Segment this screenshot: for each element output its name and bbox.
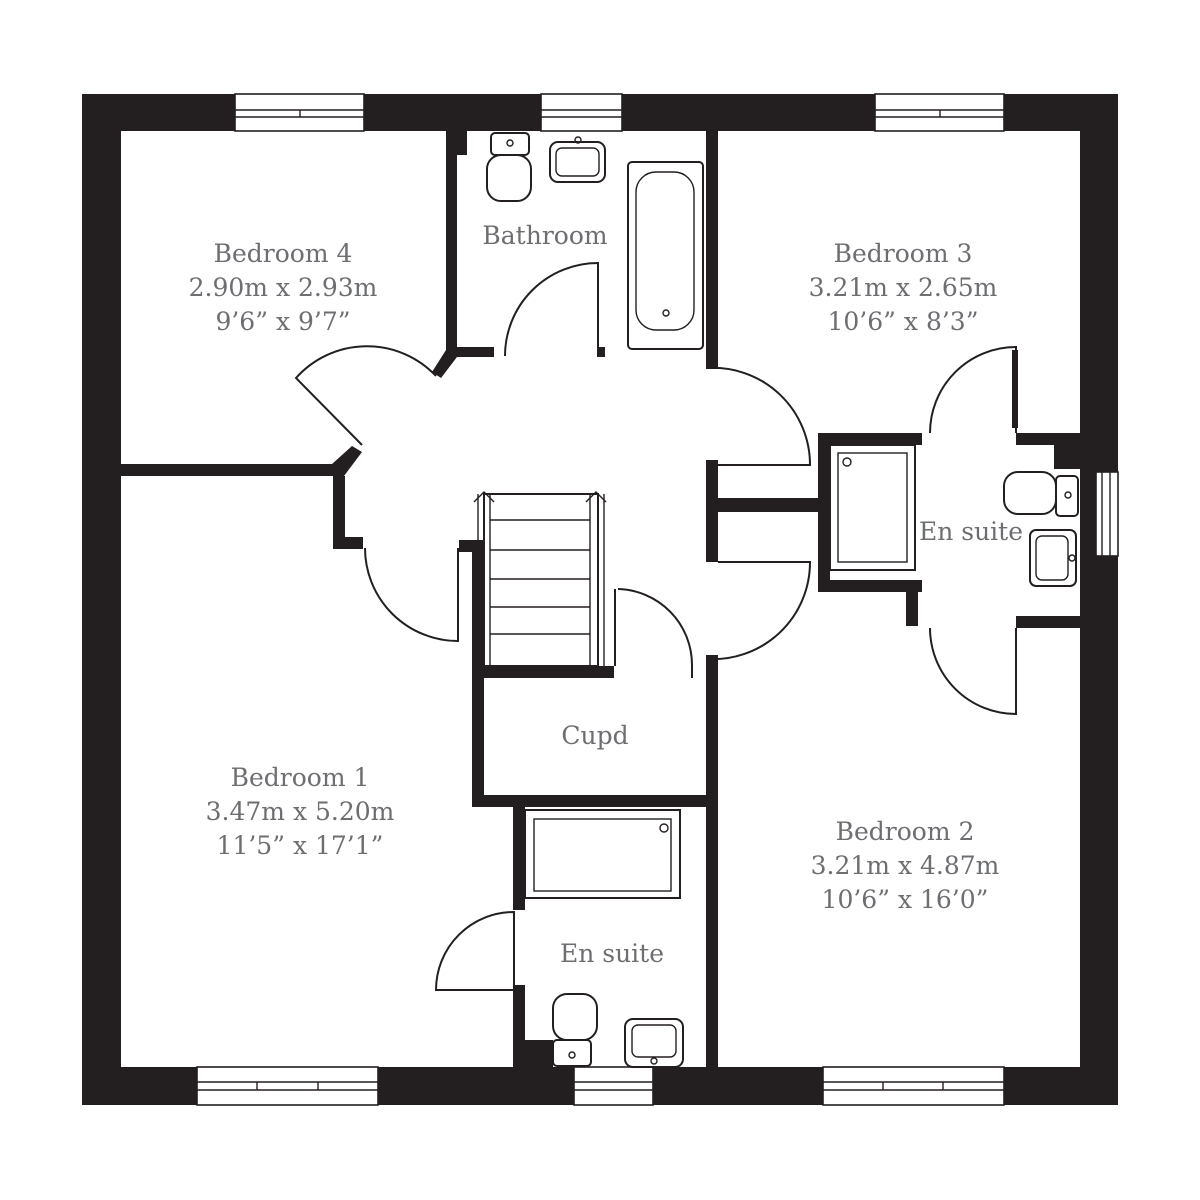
shower-tray-icon (524, 809, 681, 899)
washbasin-icon (549, 136, 606, 183)
door-swing-icon (706, 366, 812, 466)
door-swing-icon (504, 261, 599, 357)
door-swing-icon (364, 547, 459, 643)
room-name: Cupd (561, 721, 628, 750)
room-labels: Bedroom 4 2.90m x 2.93m 9’6” x 9’7” Bath… (189, 221, 1023, 968)
staircase-icon (473, 491, 607, 667)
ensuite-bottom-fixtures (524, 809, 684, 1068)
door-swing-icon (434, 910, 515, 991)
shower-tray-icon (829, 444, 916, 571)
door-swing-icon (706, 561, 812, 661)
windows (196, 93, 1119, 1106)
cupd-label: Cupd (561, 721, 628, 750)
room-size-imperial: 10’6” x 8’3” (828, 307, 979, 336)
window-icon (234, 93, 365, 132)
bathtub-icon (627, 161, 704, 350)
room-size-metric: 2.90m x 2.93m (189, 273, 378, 302)
washbasin-icon (1029, 529, 1077, 587)
washbasin-icon (624, 1018, 684, 1068)
window-icon (573, 1066, 654, 1106)
room-size-imperial: 9’6” x 9’7” (215, 307, 350, 336)
room-size-imperial: 11’5” x 17’1” (217, 831, 384, 860)
room-name: En suite (560, 939, 664, 968)
toilet-icon (1003, 471, 1079, 517)
window-icon (874, 93, 1005, 132)
window-icon (540, 93, 623, 132)
door-swing-icon (929, 345, 1017, 434)
window-icon (1095, 471, 1119, 557)
room-name: Bedroom 2 (836, 817, 975, 846)
interior-walls (121, 131, 1080, 1067)
room-size-metric: 3.21m x 4.87m (811, 851, 1000, 880)
room-size-metric: 3.47m x 5.20m (206, 797, 395, 826)
door-swing-icon (294, 345, 437, 446)
door-swing-icon (614, 588, 693, 678)
bathroom-fixtures (486, 132, 704, 350)
bedroom-4-label: Bedroom 4 2.90m x 2.93m 9’6” x 9’7” (189, 239, 378, 336)
bathroom-label: Bathroom (482, 221, 607, 250)
room-name: Bedroom 3 (834, 239, 973, 268)
door-swing-icon (929, 627, 1017, 716)
window-icon (822, 1066, 1005, 1106)
bedroom-1-label: Bedroom 1 3.47m x 5.20m 11’5” x 17’1” (206, 763, 395, 860)
room-name: Bedroom 1 (231, 763, 370, 792)
room-name: En suite (919, 517, 1023, 546)
room-size-metric: 3.21m x 2.65m (809, 273, 998, 302)
room-name: Bedroom 4 (214, 239, 353, 268)
room-size-imperial: 10’6” x 16’0” (822, 885, 989, 914)
bedroom-3-label: Bedroom 3 3.21m x 2.65m 10’6” x 8’3” (809, 239, 998, 336)
doors (294, 261, 1017, 991)
room-name: Bathroom (482, 221, 607, 250)
ensuite-right-label: En suite (919, 517, 1023, 546)
window-icon (196, 1066, 379, 1106)
toilet-icon (486, 132, 532, 202)
bedroom-2-label: Bedroom 2 3.21m x 4.87m 10’6” x 16’0” (811, 817, 1000, 914)
ensuite-right-fixtures (829, 444, 1079, 587)
toilet-icon (552, 993, 598, 1067)
ensuite-bottom-label: En suite (560, 939, 664, 968)
